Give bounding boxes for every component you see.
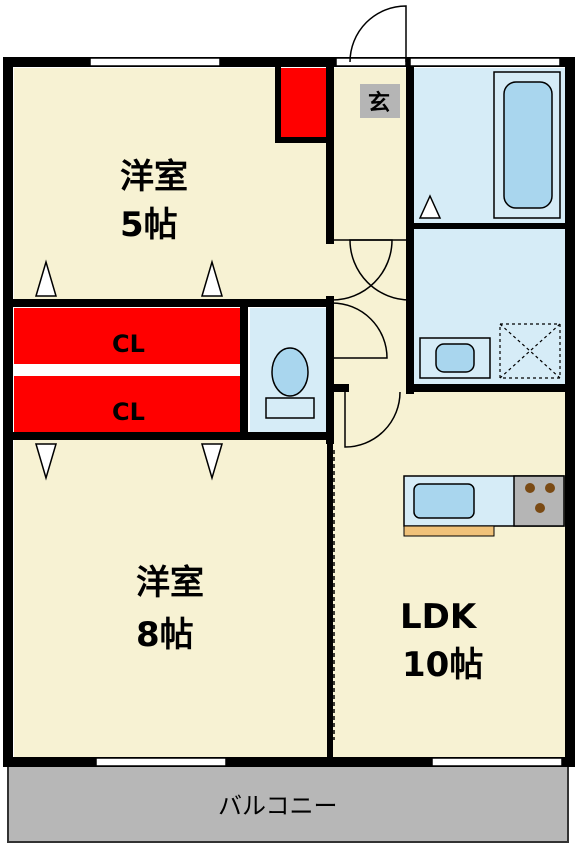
interior-doors xyxy=(331,239,411,448)
hallway-floor xyxy=(330,68,412,440)
kitchen-counter xyxy=(403,475,565,537)
closet-bottom xyxy=(14,376,244,432)
washing-machine xyxy=(499,323,561,379)
bedroom-top-name: 洋室 xyxy=(120,157,188,197)
balcony-label: バルコニー xyxy=(218,792,338,820)
ldk-name: LDK xyxy=(400,597,478,637)
bedroom-top-size: 5帖 xyxy=(120,205,178,245)
ldk-size: 10帖 xyxy=(402,645,483,685)
toilet xyxy=(265,347,315,419)
bedroom-bottom-name: 洋室 xyxy=(136,563,204,603)
bathtub xyxy=(493,71,561,219)
balcony xyxy=(7,765,569,843)
ldk-floor xyxy=(330,386,568,758)
closet-top xyxy=(14,308,244,364)
bedroom-bottom-floor xyxy=(14,433,330,758)
closet-bottom-label: CL xyxy=(112,398,145,426)
washbasin xyxy=(419,337,491,379)
closet-top-label: CL xyxy=(112,330,145,358)
bedroom-bottom-size: 8帖 xyxy=(136,615,194,655)
closet-door-marks xyxy=(34,194,442,481)
entrance-storage xyxy=(278,68,326,140)
entrance-label-bg xyxy=(360,84,400,118)
front-door xyxy=(335,5,407,67)
windows xyxy=(89,57,563,767)
entrance-label: 玄 xyxy=(368,90,390,116)
